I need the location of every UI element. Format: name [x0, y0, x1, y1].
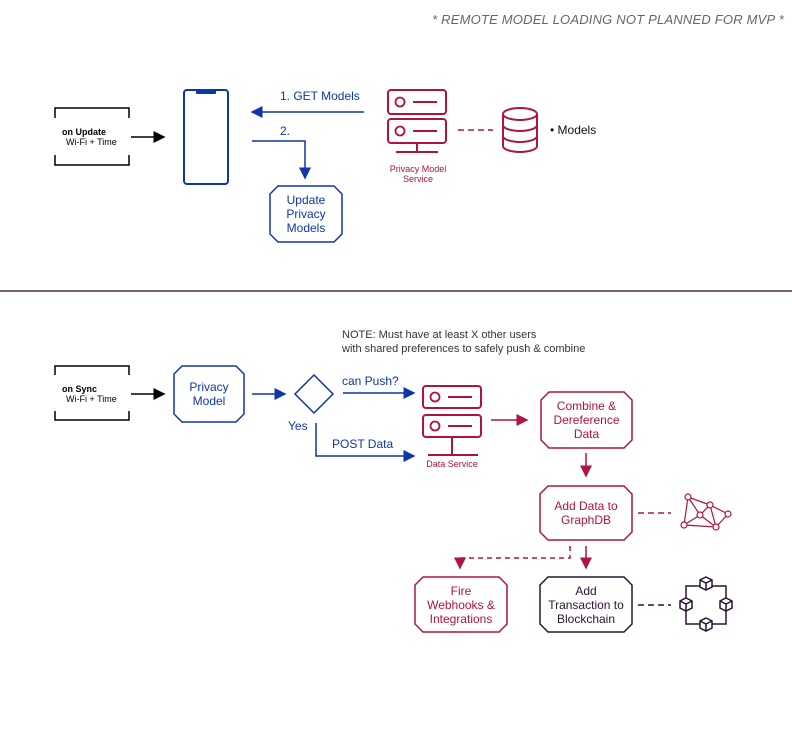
can-push-decision	[293, 373, 335, 415]
yes-label: Yes	[288, 419, 308, 433]
models-db-label: • Models	[550, 123, 597, 137]
graphdb-label: Add Data to GraphDB	[554, 499, 618, 527]
database-icon	[502, 107, 538, 153]
data-service-label: Data Service	[426, 459, 478, 469]
blockchain-node	[539, 576, 633, 633]
network-graph-icon	[680, 493, 732, 531]
update-trigger-sub: Wi-Fi + Time	[66, 137, 117, 147]
webhooks-node	[414, 576, 508, 633]
post-data-arrow	[315, 423, 416, 462]
privacy-model-node	[173, 365, 245, 423]
update-privacy-models-node	[269, 185, 343, 243]
can-push-label: can Push?	[342, 374, 399, 388]
graphdb-node	[539, 485, 633, 541]
get-models-label: 1. GET Models	[280, 89, 360, 103]
graphdb-to-webhooks-arrow	[454, 546, 571, 570]
update-trigger-label: on Update Wi-Fi + Time	[62, 127, 117, 147]
blockchain-icon	[679, 576, 733, 632]
update-models-arrow	[252, 140, 311, 180]
step-two-label: 2.	[280, 124, 291, 138]
mvp-note: * REMOTE MODEL LOADING NOT PLANNED FOR M…	[432, 12, 784, 27]
combine-dereference-node	[540, 391, 633, 449]
webhooks-label: Fire Webhooks & Integrations	[427, 583, 495, 626]
combine-dereference-label: Combine & Dereference Data	[553, 399, 620, 441]
sync-trigger-title: on Sync	[62, 384, 98, 394]
privacy-model-label: Privacy Model	[189, 380, 229, 408]
blockchain-label: Add Transaction to Blockchain	[548, 583, 624, 626]
phone-icon	[183, 89, 229, 185]
sync-trigger-sub: Wi-Fi + Time	[66, 394, 117, 404]
update-privacy-models-label: Update Privacy Models	[286, 193, 326, 235]
privacy-model-service-label: Privacy Model Service	[389, 164, 447, 184]
post-data-label: POST Data	[332, 437, 394, 451]
update-trigger-title: on Update	[62, 127, 106, 137]
data-service-server-icon	[422, 385, 482, 456]
sync-trigger-box	[54, 365, 130, 421]
update-trigger-box	[54, 107, 130, 166]
push-note: NOTE: Must have at least X other users w…	[342, 329, 586, 355]
privacy-model-service-server-icon	[387, 89, 447, 153]
sync-trigger-label: on Sync Wi-Fi + Time	[62, 384, 117, 404]
